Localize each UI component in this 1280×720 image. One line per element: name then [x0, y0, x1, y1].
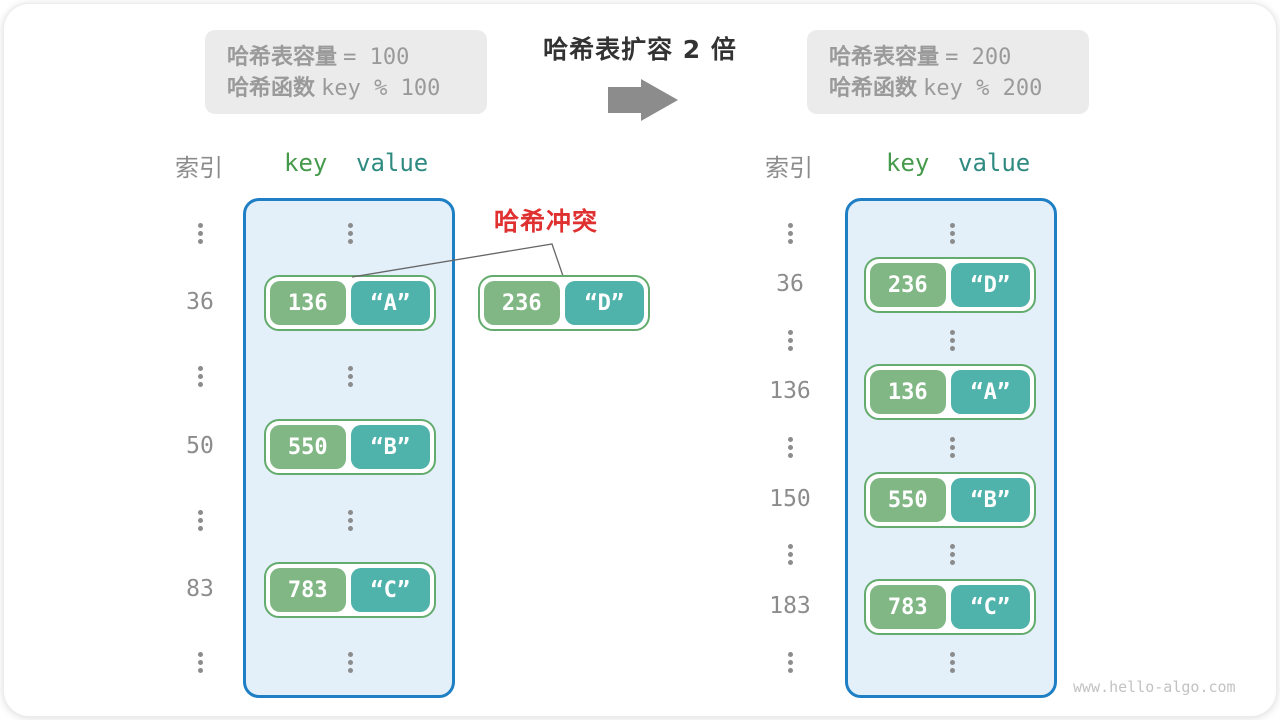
value-box: “A”: [350, 281, 430, 325]
value-box: “D”: [564, 281, 644, 325]
key-box: 783: [270, 568, 346, 612]
info-box-after: 哈希表容量 = 200 哈希函数 key % 200: [807, 30, 1089, 114]
index-label: 36: [776, 271, 804, 297]
vertical-ellipsis-icon: [193, 223, 207, 244]
pair-entry: 783 “C”: [864, 579, 1036, 635]
vertical-ellipsis-icon: [783, 544, 797, 565]
vertical-ellipsis-icon: [783, 652, 797, 673]
right-key-header: key: [886, 149, 930, 177]
right-value-header: value: [958, 149, 1031, 177]
index-label: 83: [186, 576, 214, 602]
key-box: 550: [870, 478, 946, 522]
pair-entry: 783 “C”: [264, 562, 436, 618]
vertical-ellipsis-icon: [343, 510, 357, 531]
key-box: 550: [270, 425, 346, 469]
hash-fn-value: key % 100: [321, 76, 441, 101]
hash-fn-line: 哈希函数 key % 200: [829, 73, 1089, 104]
capacity-value: = 200: [945, 45, 1012, 70]
hash-fn-label: 哈希函数: [227, 76, 316, 101]
capacity-value: = 100: [343, 45, 410, 70]
collision-pair-entry: 236 “D”: [478, 275, 650, 331]
key-box: 236: [870, 263, 946, 307]
value-box: “C”: [950, 585, 1030, 629]
vertical-ellipsis-icon: [193, 366, 207, 387]
diagram-card: [3, 3, 1277, 717]
pair-entry: 236 “D”: [864, 257, 1036, 313]
value-box: “D”: [950, 263, 1030, 307]
capacity-line: 哈希表容量 = 100: [227, 42, 487, 73]
vertical-ellipsis-icon: [343, 223, 357, 244]
vertical-ellipsis-icon: [945, 437, 959, 458]
value-box: “A”: [950, 370, 1030, 414]
pair-entry: 550 “B”: [264, 419, 436, 475]
capacity-label: 哈希表容量: [227, 45, 338, 70]
hash-fn-line: 哈希函数 key % 100: [227, 73, 487, 104]
pair-entry: 550 “B”: [864, 472, 1036, 528]
pair-entry: 136 “A”: [864, 364, 1036, 420]
vertical-ellipsis-icon: [343, 366, 357, 387]
index-label: 36: [186, 289, 214, 315]
key-box: 136: [870, 370, 946, 414]
vertical-ellipsis-icon: [783, 330, 797, 351]
key-box: 136: [270, 281, 346, 325]
info-box-before: 哈希表容量 = 100 哈希函数 key % 100: [205, 30, 487, 114]
left-value-header: value: [356, 149, 429, 177]
vertical-ellipsis-icon: [783, 223, 797, 244]
index-label: 136: [769, 378, 811, 404]
index-label: 183: [769, 593, 811, 619]
left-index-header: 索引: [175, 155, 223, 182]
diagram-title: 哈希表扩容 2 倍: [543, 35, 737, 64]
hash-fn-label: 哈希函数: [829, 76, 918, 101]
vertical-ellipsis-icon: [343, 652, 357, 673]
vertical-ellipsis-icon: [945, 330, 959, 351]
watermark: www.hello-algo.com: [1073, 678, 1236, 696]
value-box: “B”: [350, 425, 430, 469]
key-box: 783: [870, 585, 946, 629]
capacity-label: 哈希表容量: [829, 45, 940, 70]
vertical-ellipsis-icon: [945, 223, 959, 244]
hash-fn-value: key % 200: [923, 76, 1043, 101]
key-box: 236: [484, 281, 560, 325]
left-key-header: key: [284, 149, 328, 177]
vertical-ellipsis-icon: [945, 652, 959, 673]
value-box: “B”: [950, 478, 1030, 522]
right-index-header: 索引: [765, 155, 813, 182]
collision-label: 哈希冲突: [494, 207, 599, 236]
index-label: 50: [186, 433, 214, 459]
vertical-ellipsis-icon: [945, 544, 959, 565]
vertical-ellipsis-icon: [783, 437, 797, 458]
index-label: 150: [769, 486, 811, 512]
pair-entry: 136 “A”: [264, 275, 436, 331]
capacity-line: 哈希表容量 = 200: [829, 42, 1089, 73]
value-box: “C”: [350, 568, 430, 612]
vertical-ellipsis-icon: [193, 510, 207, 531]
vertical-ellipsis-icon: [193, 652, 207, 673]
